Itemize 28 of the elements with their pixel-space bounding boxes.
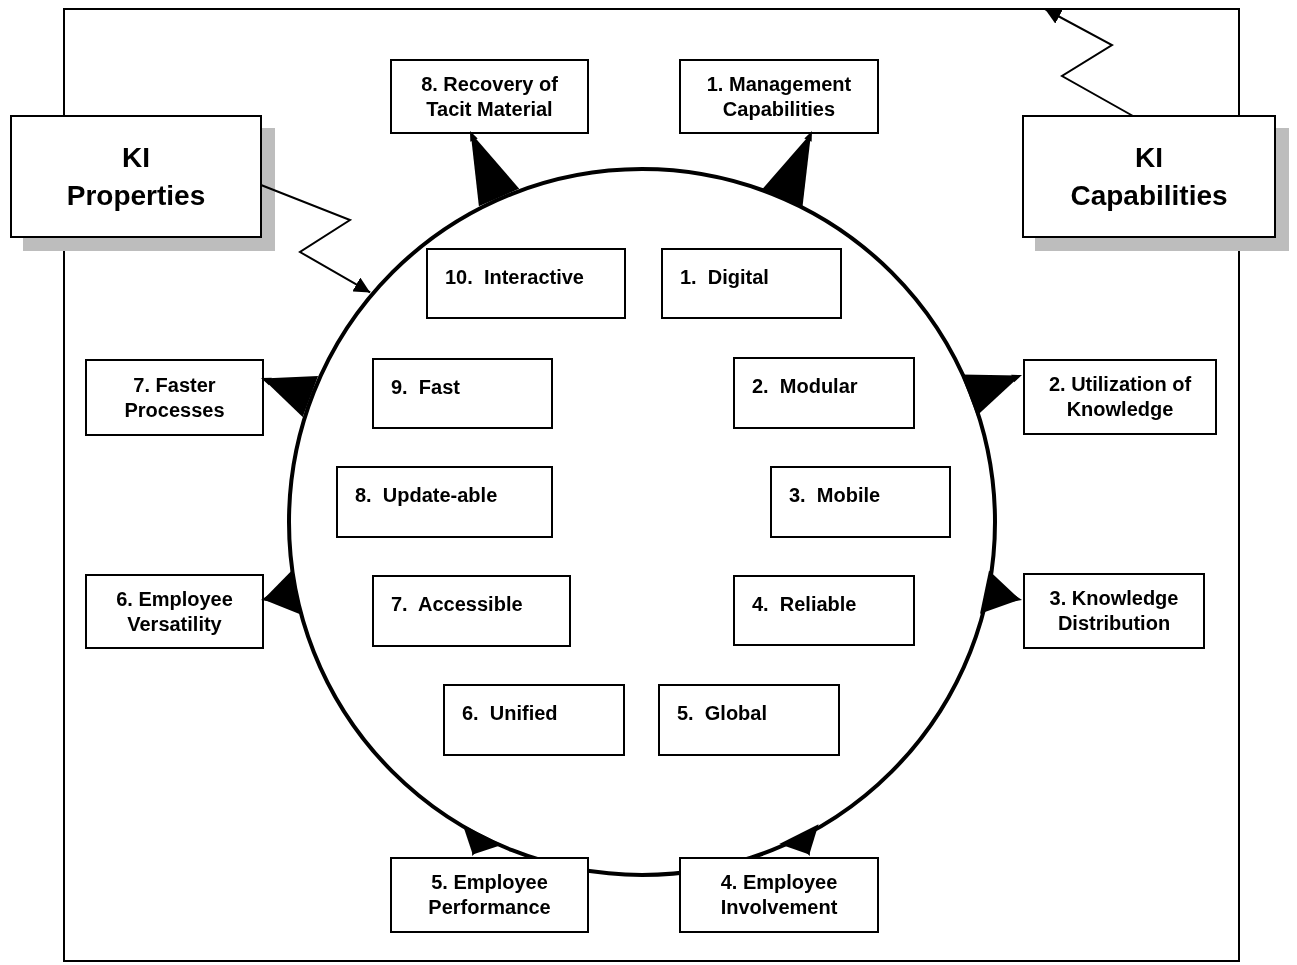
property-box: 4. Reliable [733, 575, 915, 646]
zigzag-arrow [260, 184, 372, 294]
zigzag-arrow [1044, 8, 1134, 117]
wedge-arrow [261, 375, 319, 418]
wedge-arrow [261, 571, 301, 615]
capability-box: 1. Management Capabilities [679, 59, 879, 134]
property-box: 9. Fast [372, 358, 553, 429]
wedge-arrow [779, 824, 819, 856]
wedge-arrow [980, 570, 1022, 614]
property-box: 6. Unified [443, 684, 625, 756]
capability-box: 2. Utilization of Knowledge [1023, 359, 1217, 435]
wedge-arrow [961, 374, 1022, 416]
capability-box: 4. Employee Involvement [679, 857, 879, 933]
property-box: 8. Update-able [336, 466, 553, 538]
property-box: 10. Interactive [426, 248, 626, 319]
capability-box: 5. Employee Performance [390, 857, 589, 933]
capability-box: 6. Employee Versatility [85, 574, 264, 649]
capability-box: 3. Knowledge Distribution [1023, 573, 1205, 649]
property-box: 7. Accessible [372, 575, 571, 647]
frame-box [63, 8, 1240, 962]
capability-box: 7. Faster Processes [85, 359, 264, 436]
property-box: 5. Global [658, 684, 840, 756]
capability-box: 8. Recovery of Tacit Material [390, 59, 589, 134]
property-box: 2. Modular [733, 357, 915, 429]
property-box: 3. Mobile [770, 466, 951, 538]
wedge-arrow [762, 131, 812, 207]
wedge-arrow [470, 131, 520, 207]
property-box: 1. Digital [661, 248, 842, 319]
